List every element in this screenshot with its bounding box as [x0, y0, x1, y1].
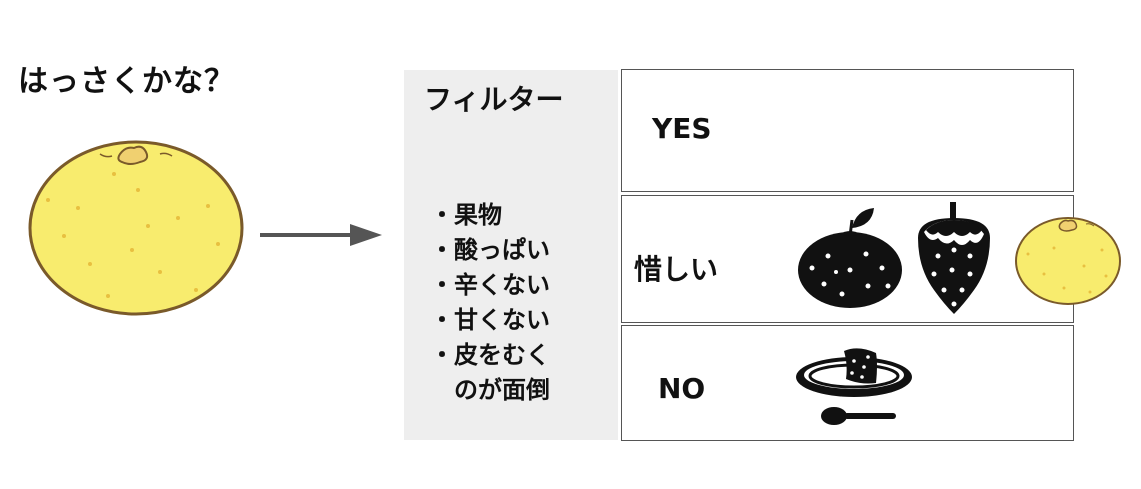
filter-panel: フィルター ・果物 ・酸っぱい ・辛くない ・甘くない ・皮をむく のが面倒 [404, 70, 618, 440]
result-yes-label: YES [652, 112, 712, 145]
arrow-icon [260, 224, 382, 246]
question-title: はっさくかな？ [18, 64, 235, 99]
criterion-fruit: ・果物 [430, 201, 502, 229]
hassaku-icon [28, 140, 244, 316]
filter-title: フィルター [424, 83, 564, 116]
filter-criteria-list: ・果物 ・酸っぱい ・辛くない ・甘くない ・皮をむく のが面倒 [430, 198, 550, 408]
strawberry-silhouette-icon [918, 202, 990, 314]
criterion-peeling-hassle-cont: のが面倒 [454, 376, 550, 404]
cake-plate-icon [796, 348, 912, 397]
result-yes-box: YES [621, 69, 1074, 192]
result-oshii-label: 惜しい [634, 253, 719, 286]
criterion-peeling-hassle: ・皮をむく [430, 341, 550, 369]
spoon-icon [821, 407, 896, 425]
criterion-not-spicy: ・辛くない [430, 271, 550, 299]
criterion-sour: ・酸っぱい [430, 236, 550, 264]
result-no-label: NO [658, 372, 706, 405]
criterion-not-sweet: ・甘くない [430, 306, 550, 334]
small-hassaku-icon [1015, 217, 1121, 305]
mikan-silhouette-icon [798, 208, 902, 308]
